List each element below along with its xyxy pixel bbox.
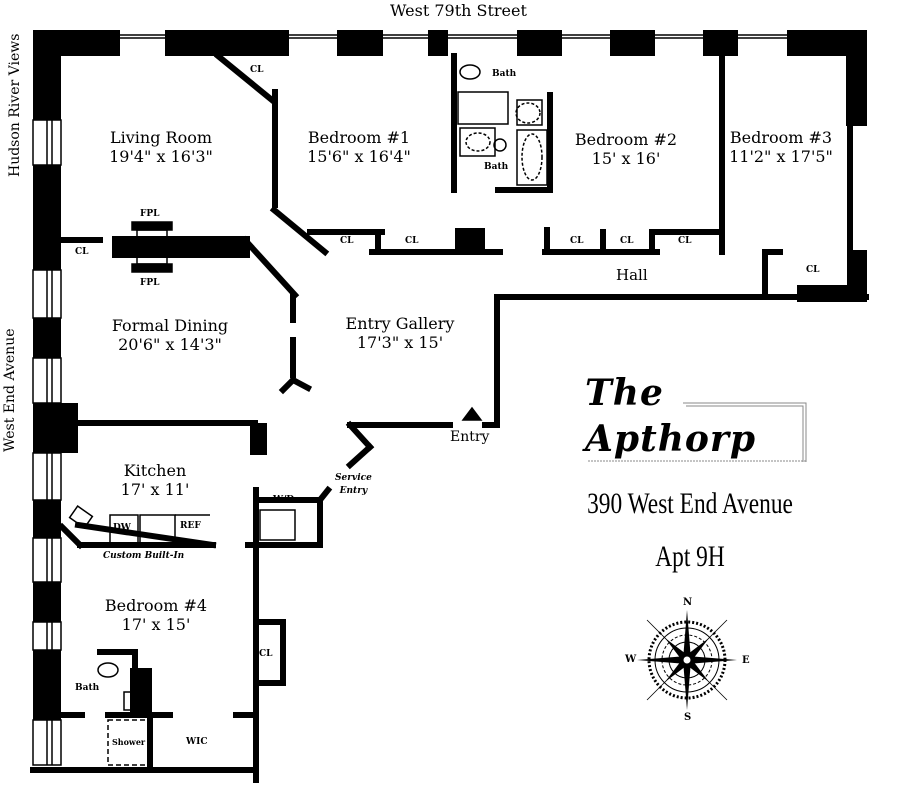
closet-label: CL [259, 649, 273, 659]
closet-label: CL [678, 236, 692, 246]
brand-title-line2: Apthorp [585, 418, 757, 460]
room-dimensions: 15'6" x 16'4" [307, 147, 411, 166]
washer-dryer-label: W/D [273, 495, 295, 505]
apartment-number: Apt 9H [655, 540, 725, 573]
compass-west: W [625, 654, 637, 665]
closet-label: CL [806, 265, 820, 275]
dishwasher-label: DW [113, 523, 131, 533]
room-dimensions: 15' x 16' [591, 149, 661, 168]
service-entry-line1: Service [335, 473, 372, 483]
closet-label: CL [405, 236, 419, 246]
fireplace-label: FPL [140, 278, 160, 288]
room-kitchen: Kitchen 17' x 11' [100, 463, 210, 498]
room-dimensions: 17' x 15' [121, 615, 191, 634]
room-dimensions: 17' x 11' [120, 480, 190, 499]
street-label-north: West 79th Street [390, 1, 527, 20]
room-dimensions: 20'6" x 14'3" [118, 335, 222, 354]
street-label-hudson-views: Hudson River Views [7, 33, 23, 177]
room-bedroom-2: Bedroom #2 15' x 16' [570, 132, 682, 167]
compass-south: S [684, 712, 692, 723]
custom-built-in-label: Custom Built-In [103, 551, 185, 561]
entry-label: Entry [450, 429, 490, 445]
closet-label: CL [852, 85, 866, 95]
shower-label: Shower [112, 737, 146, 747]
exterior-walls [33, 30, 867, 720]
room-name: Bedroom #2 [574, 130, 678, 149]
closet-label: CL [250, 65, 264, 75]
room-dimensions: 17'3" x 15' [356, 333, 444, 352]
building-address: 390 West End Avenue [587, 487, 793, 520]
bath-label: Bath [492, 69, 517, 79]
room-name: Bedroom #4 [104, 596, 208, 615]
compass-east: E [742, 655, 750, 666]
room-bedroom-4: Bedroom #4 17' x 15' [100, 598, 212, 633]
room-dimensions: 19'4" x 16'3" [109, 147, 213, 166]
brand-title-line1: The [585, 372, 664, 414]
room-living-room: Living Room 19'4" x 16'3" [105, 130, 217, 165]
bath-label: Bath [484, 162, 509, 172]
windows [32, 34, 787, 766]
closet-label: CL [570, 236, 584, 246]
room-name: Bedroom #1 [307, 128, 411, 147]
room-name: Living Room [109, 128, 212, 147]
service-entry-label: Service Entry [335, 474, 372, 496]
interior-walls [30, 51, 869, 783]
brand-frame [588, 402, 807, 462]
refrigerator-label: REF [180, 521, 201, 531]
room-name: Entry Gallery [345, 314, 455, 333]
closet-label: CL [620, 236, 634, 246]
room-bedroom-1: Bedroom #1 15'6" x 16'4" [303, 130, 415, 165]
compass-north: N [683, 597, 693, 608]
fireplace-label: FPL [140, 209, 160, 219]
room-bedroom-3: Bedroom #3 11'2" x 17'5" [725, 130, 837, 165]
compass-rose [637, 610, 737, 710]
room-entry-gallery: Entry Gallery 17'3" x 15' [335, 316, 465, 351]
room-name: Bedroom #3 [729, 128, 833, 147]
service-entry-line2: Entry [339, 486, 368, 496]
closet-label: CL [75, 247, 89, 257]
bath-label: Bath [75, 683, 100, 693]
hall-label: Hall [616, 266, 648, 284]
room-name: Kitchen [123, 461, 187, 480]
walk-in-closet-label: WIC [186, 737, 208, 747]
fixtures [68, 64, 548, 766]
room-name: Formal Dining [111, 316, 229, 335]
room-dimensions: 11'2" x 17'5" [729, 147, 833, 166]
room-formal-dining: Formal Dining 20'6" x 14'3" [100, 318, 240, 353]
street-label-west-end-avenue: West End Avenue [2, 328, 18, 453]
closet-label: CL [340, 236, 354, 246]
